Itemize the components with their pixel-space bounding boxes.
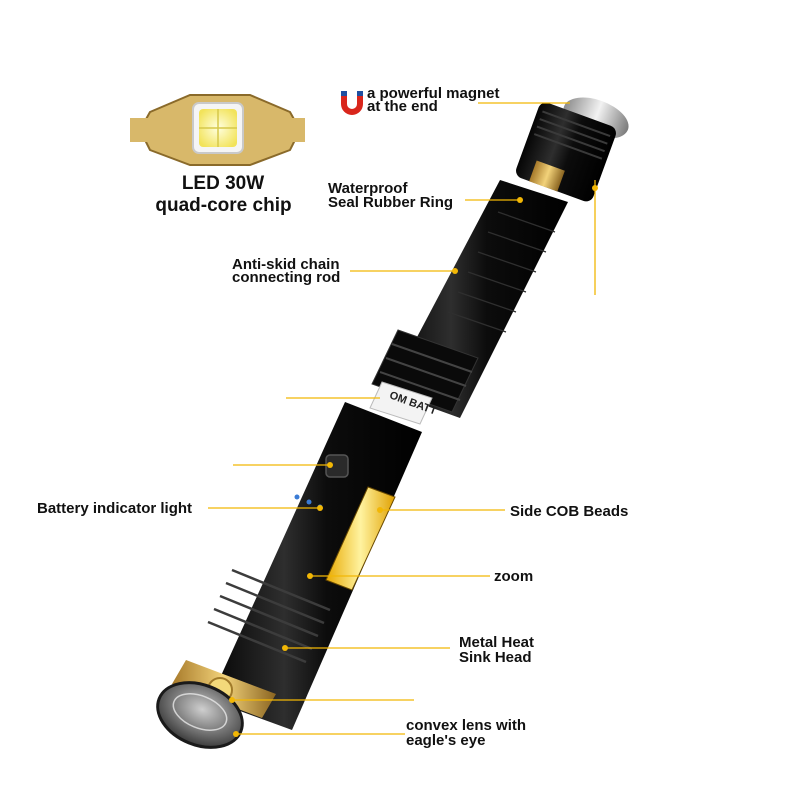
callout-heat-sink-line1: Metal Heat	[459, 634, 535, 651]
connecting-rod	[371, 180, 568, 418]
callout-seal-line1: Waterproof	[328, 180, 408, 197]
callout-side-cob: Side COB Beads	[510, 503, 629, 520]
callout-zoom: zoom	[494, 568, 534, 585]
callout-rod-line2: connecting rod	[232, 269, 341, 286]
leader-dots	[229, 185, 598, 737]
led-chip-icon	[130, 94, 305, 166]
callout-seal-line2: Seal Rubber Ring	[328, 194, 454, 211]
head-body	[172, 402, 422, 730]
leader-lines	[208, 102, 596, 735]
power-button-icon	[325, 454, 349, 478]
tail-cap	[516, 97, 629, 202]
callout-rod-line1: Anti-skid chain	[232, 256, 340, 273]
callout-lens-line2: eagle's eye	[406, 732, 486, 749]
callout-lens-line1: convex lens with	[406, 717, 527, 734]
callout-magnet-line1: a powerful magnet	[367, 85, 500, 102]
callout-magnet-line2: at the end	[367, 98, 438, 115]
chip-label-line2: quad-core chip	[155, 195, 292, 216]
side-cob-strip	[325, 486, 396, 591]
magnet-icon	[341, 91, 363, 115]
callout-battery-indicator: Battery indicator light	[37, 500, 193, 517]
callout-heat-sink-line2: Sink Head	[459, 649, 532, 666]
chip-label-line1: LED 30W	[181, 173, 265, 194]
convex-lens	[156, 681, 244, 749]
